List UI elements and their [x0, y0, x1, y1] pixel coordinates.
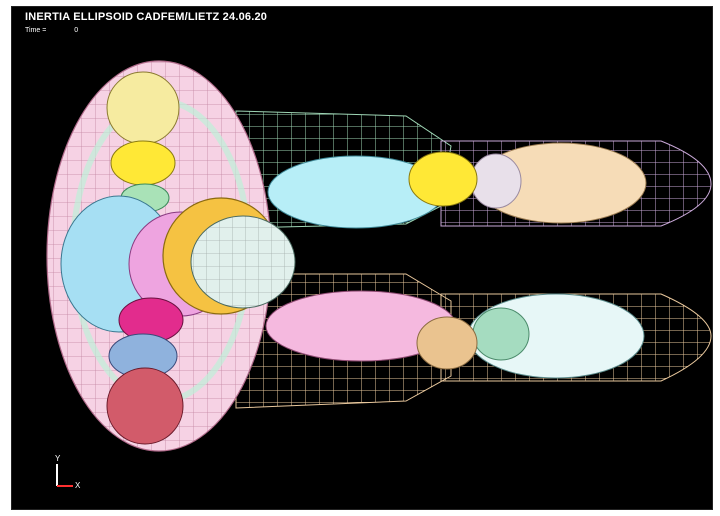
render-viewport: INERTIA ELLIPSOID CADFEM/LIETZ 24.06.20 …: [11, 6, 713, 510]
axis-triad-icon: [56, 464, 73, 487]
time-readout: Time = 0: [25, 27, 78, 34]
upper-elbow-ellipsoid: [408, 151, 478, 207]
axis-triad: Y X: [51, 454, 91, 494]
lower-wrist-ellipsoid: [472, 307, 530, 361]
shoulder-head-mesh: [191, 216, 295, 308]
y-axis-label: Y: [55, 454, 61, 463]
ellipsoid-scene: [11, 6, 713, 510]
neck-ellipsoid: [110, 140, 176, 186]
x-axis-label: X: [75, 481, 81, 490]
time-value: 0: [74, 27, 79, 34]
time-label: Time =: [25, 27, 47, 34]
upper-wrist-ellipsoid: [470, 153, 522, 209]
head-ellipsoid: [106, 71, 180, 145]
viewport-border: [11, 6, 713, 510]
lower-elbow-ellipsoid: [416, 316, 478, 370]
plot-title: INERTIA ELLIPSOID CADFEM/LIETZ 24.06.20: [25, 11, 268, 23]
hip-ellipsoid: [106, 367, 184, 445]
